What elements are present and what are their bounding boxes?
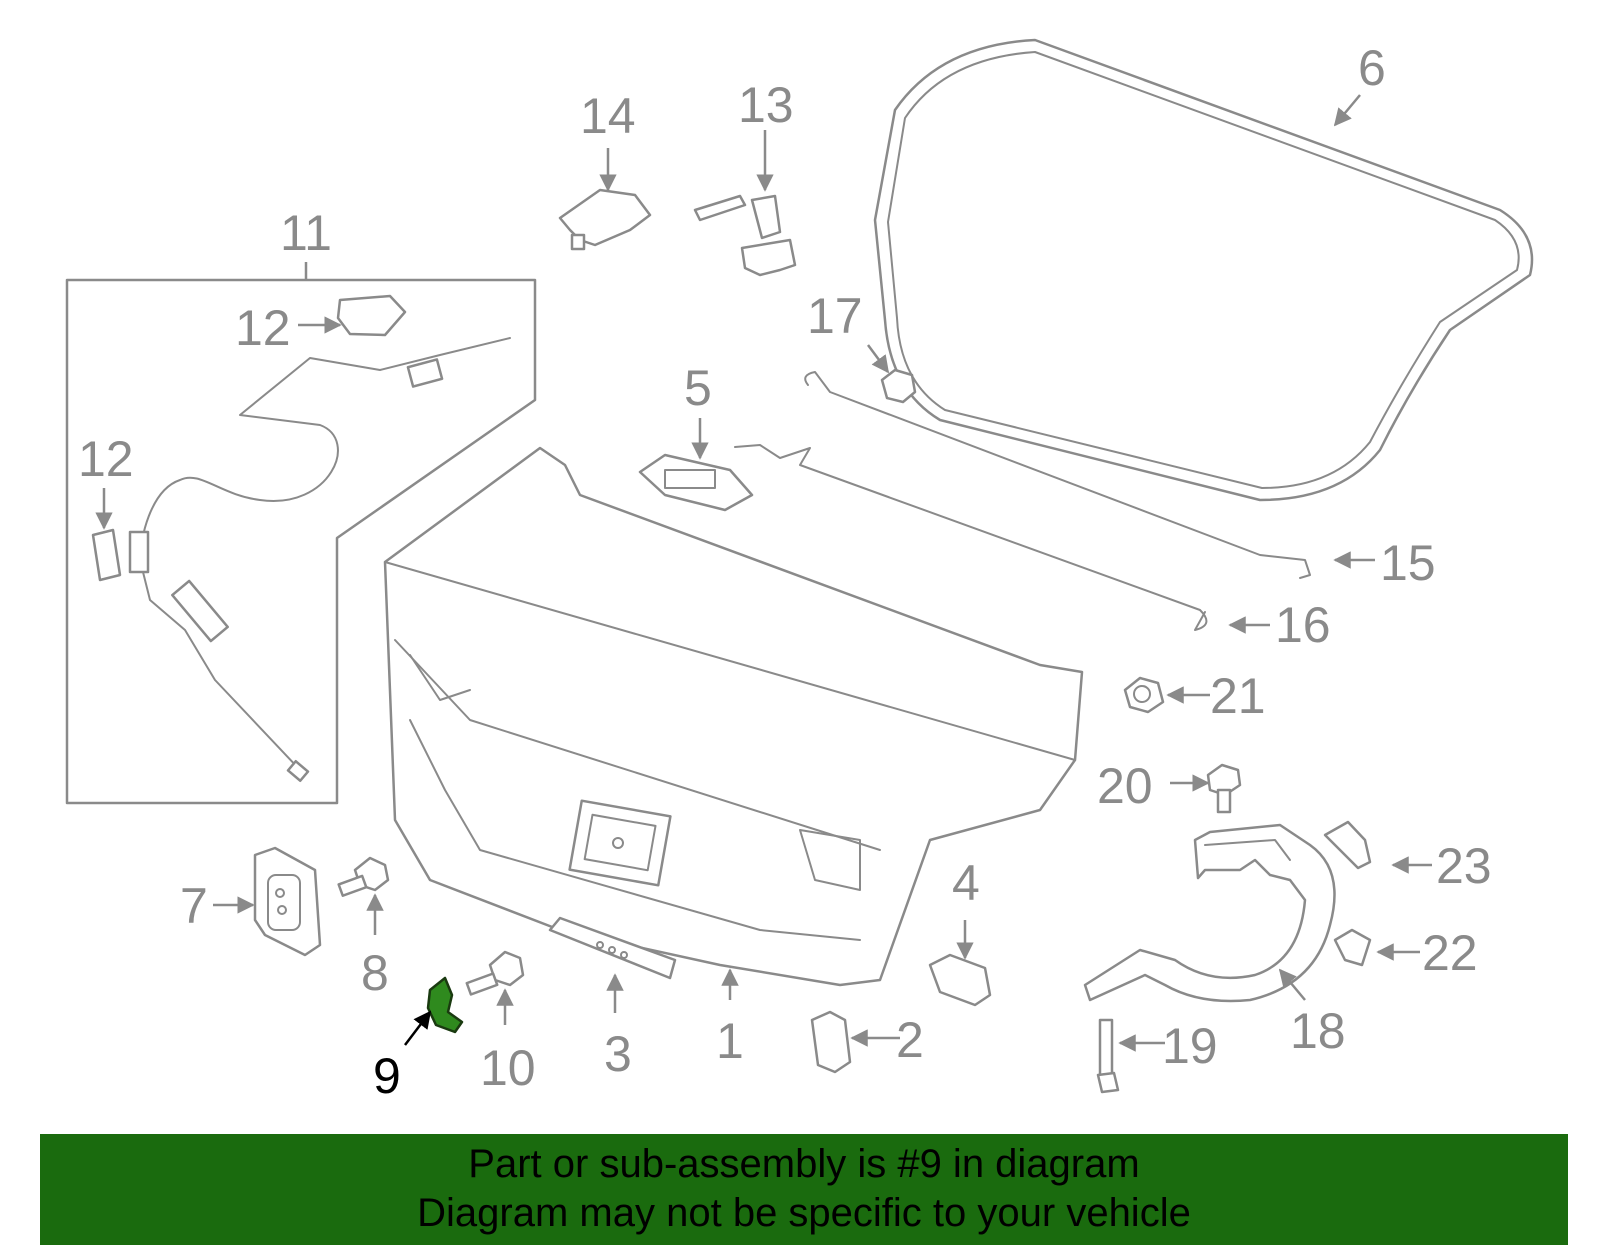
switch-part-7 [253, 846, 322, 957]
callout-1: 1 [716, 1013, 744, 1069]
callout-19: 19 [1162, 1018, 1218, 1074]
callout-12-left: 12 [78, 431, 134, 487]
bracket-part-14 [558, 188, 652, 251]
bumper-part-2 [810, 1010, 852, 1074]
bolt-part-19 [1096, 1018, 1120, 1094]
callout-12-top: 12 [235, 300, 291, 356]
callout-20: 20 [1097, 758, 1153, 814]
callout-10: 10 [480, 1040, 536, 1096]
hinge-part-18 [1083, 823, 1336, 1003]
bolt-part-8 [337, 856, 390, 897]
callout-15: 15 [1380, 535, 1436, 591]
cable-subassembly-box [65, 262, 537, 805]
trunk-lid-part [383, 446, 1084, 987]
info-banner: Part or sub-assembly is #9 in diagram Di… [40, 1134, 1568, 1245]
clip-part-4 [928, 953, 992, 1007]
callout-7: 7 [180, 878, 208, 934]
callout-13: 13 [738, 77, 794, 133]
callout-22: 22 [1422, 925, 1478, 981]
leader-lines [95, 94, 1432, 1052]
callout-14: 14 [580, 88, 636, 144]
callout-17: 17 [807, 288, 863, 344]
callout-21: 21 [1210, 668, 1266, 724]
callout-23: 23 [1436, 838, 1492, 894]
callout-labels: 1 2 3 4 5 6 7 8 9 10 11 12 12 13 14 15 1… [78, 40, 1492, 1104]
callout-18: 18 [1290, 1003, 1346, 1059]
key-cylinder-part [693, 194, 797, 277]
callout-11: 11 [280, 205, 332, 261]
garnish-part-3 [548, 916, 677, 980]
bolt-part-20 [1206, 763, 1242, 814]
callout-16: 16 [1275, 597, 1331, 653]
parts-diagram: 1 2 3 4 5 6 7 8 9 10 11 12 12 13 14 15 1… [65, 38, 1534, 1104]
banner-line-2: Diagram may not be specific to your vehi… [417, 1191, 1191, 1235]
callout-9[interactable]: 9 [373, 1048, 401, 1104]
torsion-rod-16 [734, 444, 1208, 631]
nut-part-17 [880, 368, 917, 404]
callout-8: 8 [361, 945, 389, 1001]
callout-4: 4 [952, 855, 980, 911]
callout-2: 2 [896, 1012, 924, 1068]
clip-part-23 [1323, 820, 1372, 870]
license-light-part [638, 453, 754, 512]
callout-3: 3 [604, 1026, 632, 1082]
callout-5: 5 [684, 360, 712, 416]
torsion-rod-15 [804, 371, 1311, 579]
callout-6: 6 [1358, 40, 1386, 96]
bolt-part-10 [465, 950, 525, 996]
clip-part-22 [1333, 928, 1372, 967]
weatherstrip-part [873, 38, 1534, 502]
highlighted-part-9[interactable] [426, 976, 464, 1034]
cushion-part-21 [1123, 676, 1165, 714]
banner-line-1: Part or sub-assembly is #9 in diagram [468, 1142, 1140, 1186]
